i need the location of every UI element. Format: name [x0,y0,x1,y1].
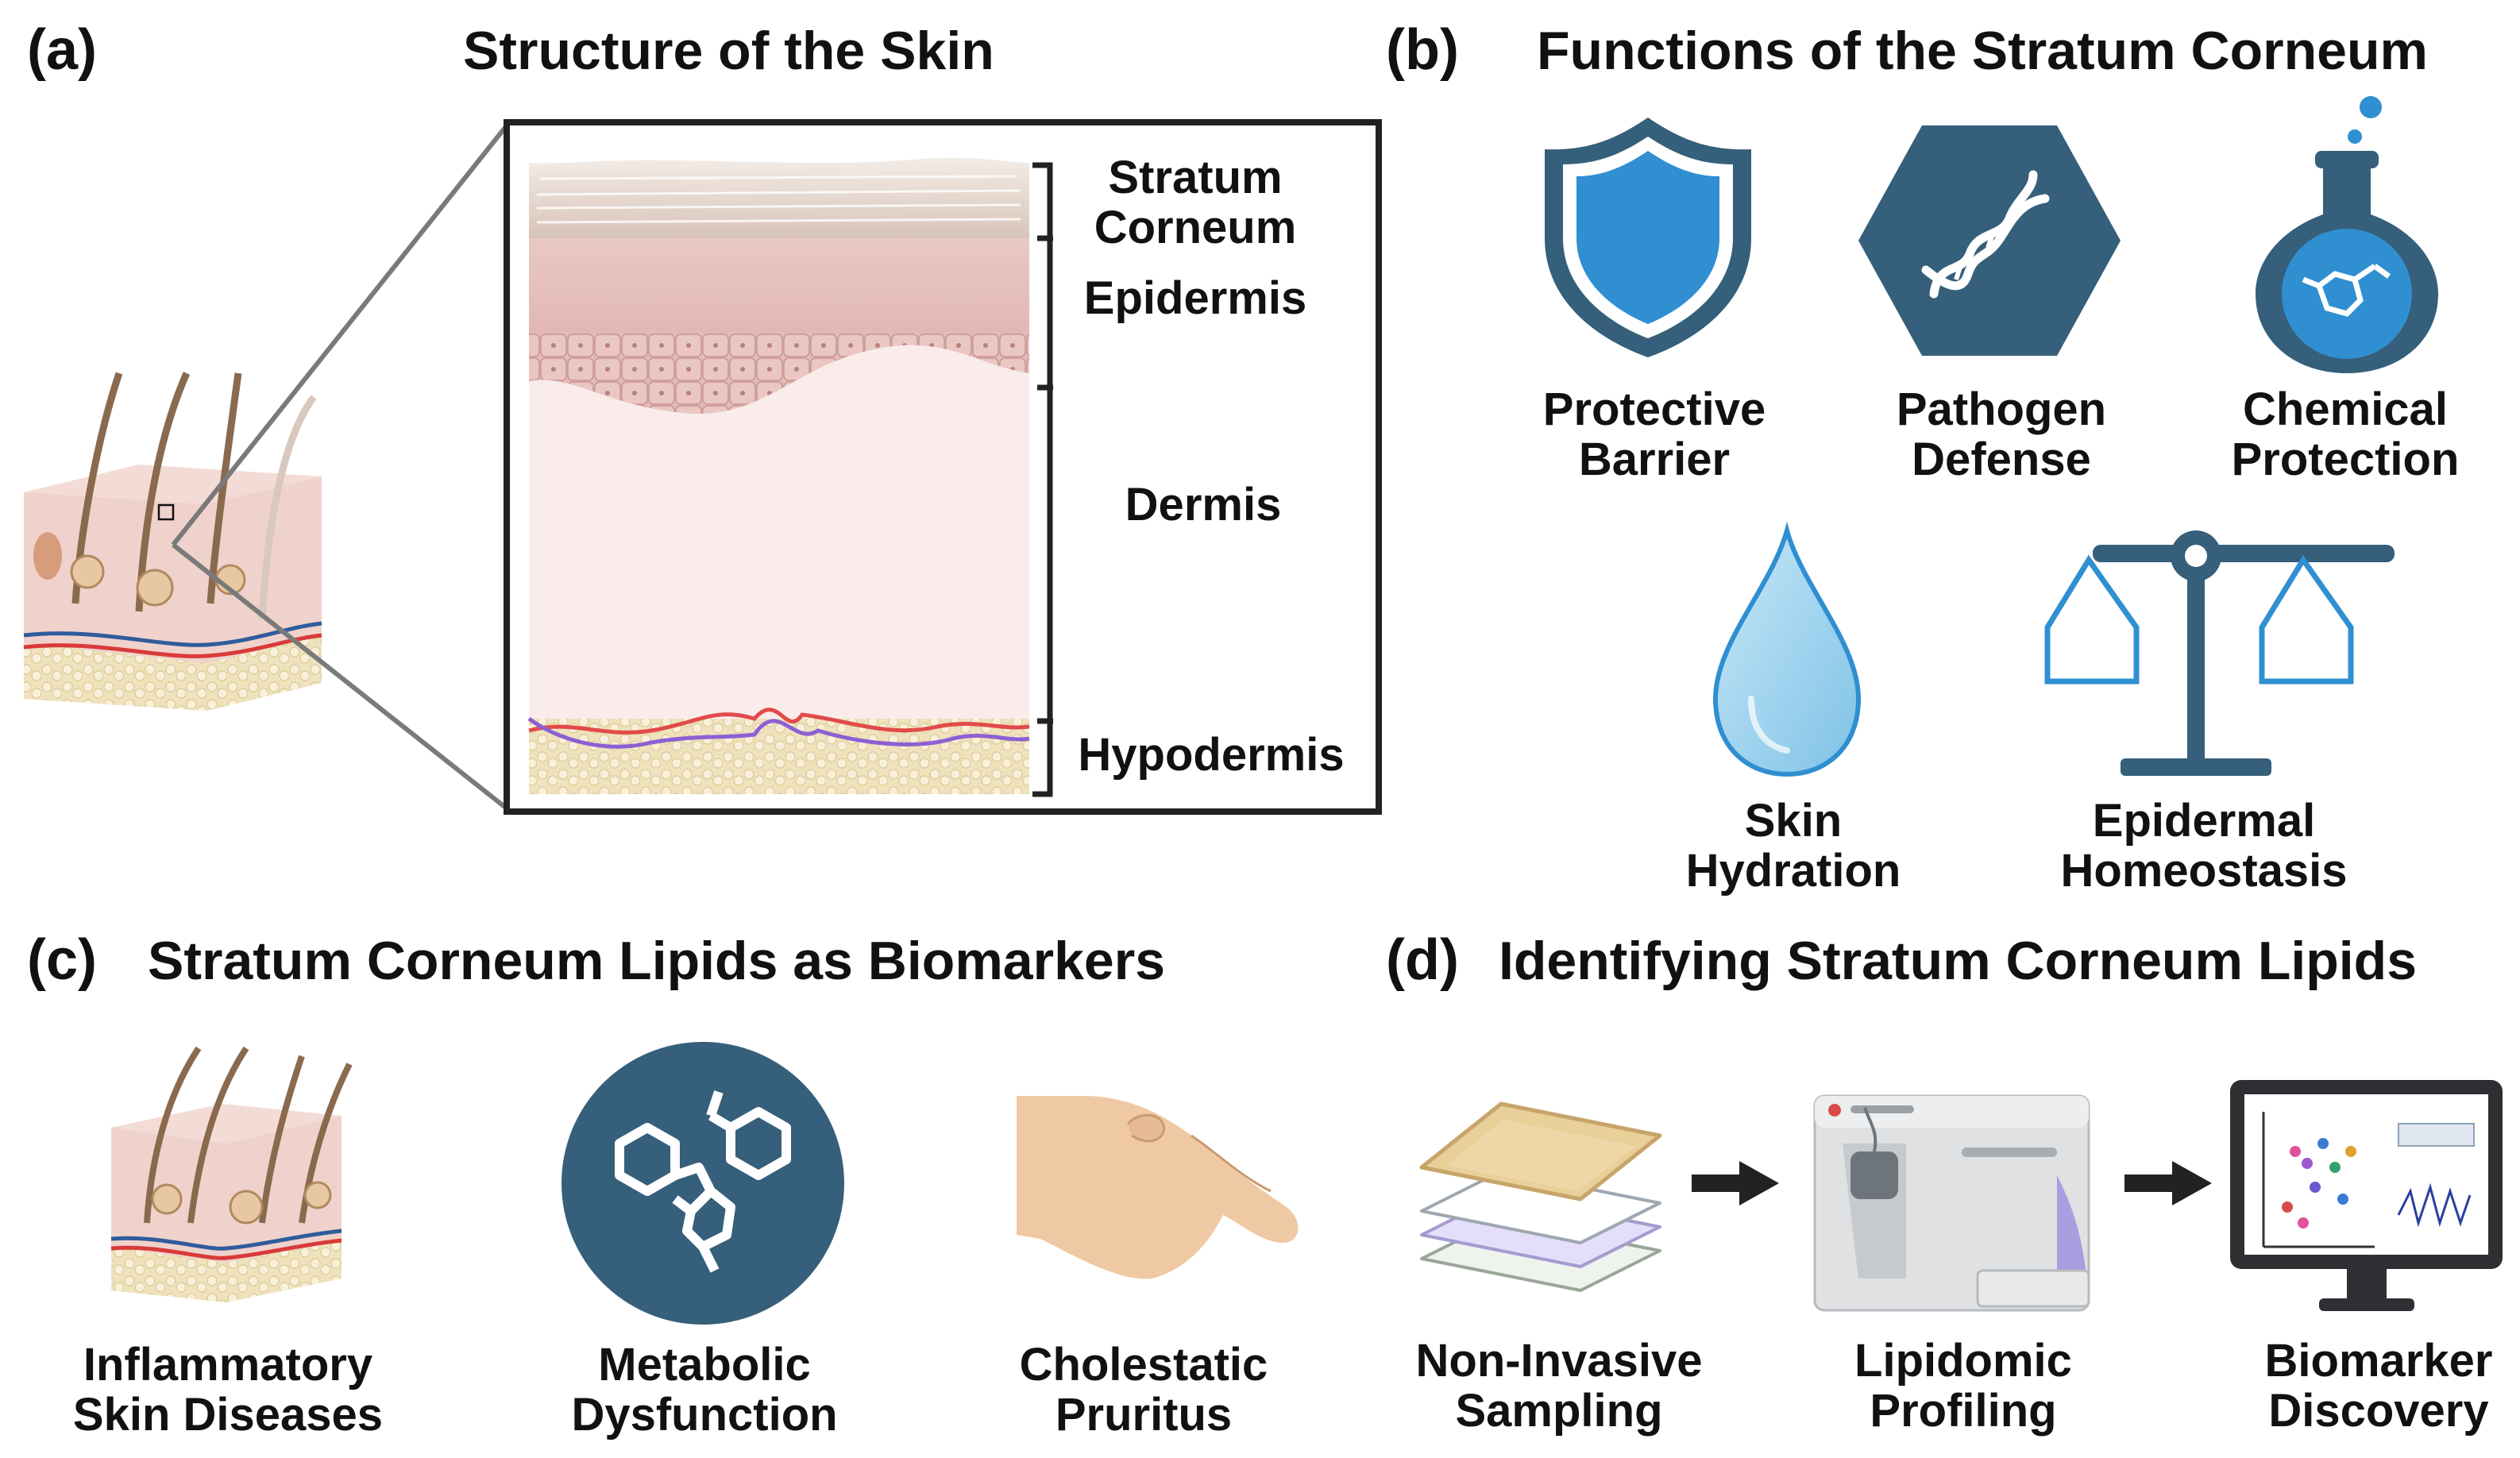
label-protective-barrier: Protective Barrier [1448,384,1861,485]
label-line: Epidermal [2092,795,2316,847]
skin-block-icon [110,1046,353,1302]
label-line: Chemical [2243,384,2448,435]
label-line: Biomarker [2264,1335,2493,1387]
label-line: Barrier [1578,433,1731,485]
label-line: Homeostasis [2060,844,2348,897]
water-drop-icon [1712,521,1862,777]
tape-strips-icon [1419,1101,1662,1292]
label-metabolic-dysfunction: Metabolic Dysfunction [498,1340,911,1440]
label-line: Defense [1912,433,2091,485]
skin-block-illustration [23,372,322,711]
panel-d-title: Identifying Stratum Corneum Lipids [1499,931,2418,991]
label-line: Discovery [2268,1384,2489,1437]
label-line: Inflammatory [83,1339,373,1390]
layer-brackets [1032,162,1053,797]
label-epidermis: Epidermis [1083,272,1307,324]
label-line: Non-Invasive [1415,1335,1703,1387]
label-line: Protection [2231,433,2460,485]
label-pathogen-defense: Pathogen Defense [1795,384,2208,485]
scratching-hand-icon [1017,1096,1299,1279]
label-biomarker-discovery: Biomarker Discovery [2172,1336,2520,1436]
label-cholestatic-pruritus: Cholestatic Pruritus [937,1340,1350,1440]
zoom-line-bottom [172,542,508,811]
panel-a-letter: (a) [27,18,97,82]
panel-b-title: Functions of the Stratum Corneum [1537,21,2428,81]
molecule-icon [562,1042,844,1325]
panel-c-letter: (c) [27,928,97,992]
zoom-line-top [171,124,509,546]
label-stratum-corneum-line2: Corneum [1094,201,1297,253]
label-chemical-protection: Chemical Protection [2139,384,2520,485]
label-line: Pathogen [1896,384,2107,435]
label-line: Lipidomic [1854,1335,2072,1387]
label-line: Pruritus [1055,1388,1233,1441]
panel-d-letter: (d) [1386,928,1459,992]
label-lipidomic-profiling: Lipidomic Profiling [1757,1336,2170,1436]
arrow-icon-2 [2124,1161,2212,1205]
label-skin-hydration: Skin Hydration [1587,796,2000,896]
panel-b-letter: (b) [1386,18,1459,82]
label-stratum-corneum-line1: Stratum [1108,152,1283,203]
label-line: Dysfunction [571,1388,838,1441]
panel-a-title: Structure of the Skin [463,21,994,81]
label-line: Sampling [1455,1384,1663,1437]
balance-scale-icon [2044,530,2395,776]
label-line: Profiling [1870,1384,2057,1437]
label-hypodermis: Hypodermis [1078,729,1345,781]
label-dermis: Dermis [1125,479,1282,530]
label-epidermal-homeostasis: Epidermal Homeostasis [1997,796,2410,896]
label-line: Protective [1542,384,1766,435]
shield-icon [1545,118,1751,357]
mass-spectrometer-icon [1813,1094,2090,1312]
monitor-icon [2230,1080,2503,1311]
panel-c-title: Stratum Corneum Lipids as Biomarkers [148,931,1166,991]
label-line: Skin Diseases [72,1388,384,1441]
label-non-invasive-sampling: Non-Invasive Sampling [1353,1336,1766,1436]
label-line: Skin [1744,795,1843,847]
pathogen-icon [1858,125,2121,356]
label-line: Hydration [1685,844,1901,897]
skin-cross-section [527,157,1030,794]
label-line: Metabolic [598,1339,811,1390]
arrow-icon [1692,1161,1779,1205]
flask-icon [2256,96,2438,373]
label-line: Cholestatic [1019,1339,1268,1390]
label-stratum-corneum: Stratum Corneum [1060,152,1330,253]
label-inflammatory-skin-diseases: Inflammatory Skin Diseases [21,1340,434,1440]
